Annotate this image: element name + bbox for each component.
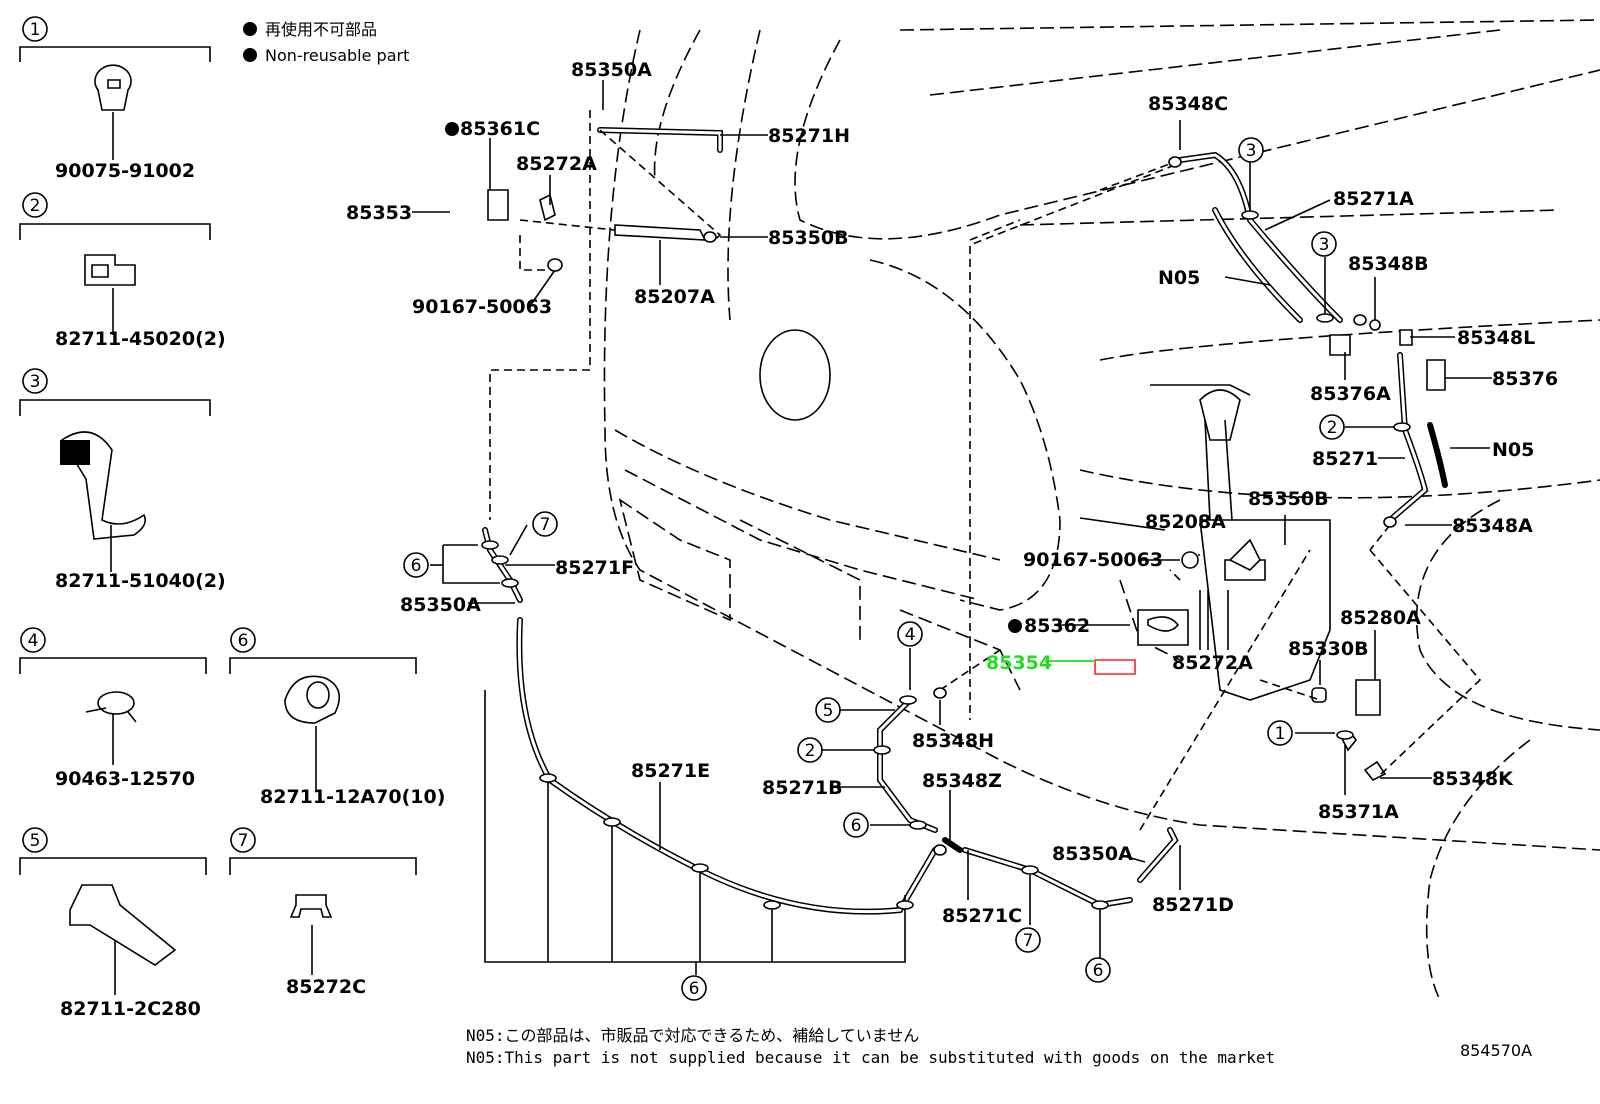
part-label-85272A: 85272A [516, 153, 597, 175]
leader-lines [412, 80, 1492, 960]
part-label-85348Z: 85348Z [922, 770, 1002, 792]
part-label-85376A: 85376A [1310, 383, 1391, 405]
part-label-85371A: 85371A [1318, 801, 1399, 823]
clip-callout: 1 [1275, 724, 1286, 744]
part-label-85350A: 85350A [400, 594, 481, 616]
part-label-85348H: 85348H [912, 730, 994, 752]
part-label-85348A: 85348A [1452, 515, 1533, 537]
part-label-N05: N05 [1158, 267, 1200, 289]
clip-callout: 2 [1327, 418, 1338, 438]
vehicle-body-outline [603, 19, 1600, 1001]
clip-number-badge [22, 16, 48, 42]
clip-part-number: 82711-2C280 [60, 998, 201, 1020]
clip-number: 3 [30, 372, 41, 392]
part-label-85350B: 85350B [768, 227, 849, 249]
clip-number: 2 [30, 196, 41, 216]
clip-part-number: 85272C [286, 976, 366, 998]
clip-number: 7 [238, 831, 249, 851]
clip-callout: 2 [805, 741, 816, 761]
clip-callout: 5 [823, 701, 834, 721]
clip-part-number: 90075-91002 [55, 160, 195, 182]
part-label-85354[interactable]: 85354 [986, 652, 1052, 674]
part-label-85353: 85353 [346, 202, 412, 224]
clip-7-icon [289, 894, 333, 918]
part-label-85271C: 85271C [942, 905, 1022, 927]
clip-4-icon [97, 691, 135, 715]
clip-callout: 6 [689, 979, 700, 999]
figure-id: 854570A [1460, 1041, 1532, 1060]
part-label-85361C: 85361C [460, 118, 540, 140]
clip-number: 1 [30, 20, 41, 40]
bracket-85271E [442, 544, 906, 975]
clip-part-number: 82711-51040(2) [55, 570, 226, 592]
clip-legend: 1 90075-91002 2 82711-45020(2) 3 82711-5… [19, 16, 445, 1020]
clip-part-number: 82711-45020(2) [55, 328, 226, 350]
non-reusable-dot-icon [445, 122, 459, 136]
part-label-85271F: 85271F [555, 557, 634, 579]
legend-en: Non-reusable part [265, 46, 409, 65]
clip-5-icon [69, 884, 177, 966]
clip-callout: 7 [1023, 931, 1034, 951]
part-label-85348C: 85348C [1148, 93, 1228, 115]
clip-callout: 3 [1246, 141, 1257, 161]
fog-lamp-opening [759, 329, 831, 421]
clip-part-number: 90463-12570 [55, 768, 195, 790]
legend-jp: 再使用不可部品 [265, 20, 377, 39]
footnotes: N05:この部品は、市販品で対応できるため、補給していません N05:This … [466, 1026, 1532, 1067]
clip-number: 4 [28, 631, 39, 651]
part-label-85280A: 85280A [1340, 607, 1421, 629]
clip-callout: 6 [851, 816, 862, 836]
part-label-85350A: 85350A [1052, 843, 1133, 865]
part-label-90167-50063: 90167-50063 [1023, 549, 1163, 571]
highlight-box [1094, 659, 1136, 675]
part-label-90167-50063: 90167-50063 [412, 296, 552, 318]
part-label-85271B: 85271B [762, 777, 843, 799]
part-label-85271D: 85271D [1152, 894, 1234, 916]
part-label-85348L: 85348L [1457, 327, 1535, 349]
non-reusable-dot-icon [1008, 619, 1022, 633]
part-label-85350B: 85350B [1248, 488, 1329, 510]
part-label-85207A: 85207A [634, 286, 715, 308]
clip-callout: 3 [1319, 235, 1330, 255]
part-label-85271E: 85271E [631, 760, 710, 782]
clip-part-number: 82711-12A70(10) [260, 786, 445, 808]
hose-clips [481, 156, 1411, 910]
part-label-85271: 85271 [1312, 448, 1378, 470]
clip-callout: 6 [411, 556, 422, 576]
part-label-85376: 85376 [1492, 368, 1558, 390]
clip-callout: 7 [540, 515, 551, 535]
part-label-85208A: 85208A [1145, 511, 1226, 533]
part-label-85330B: 85330B [1288, 638, 1369, 660]
connection-lines [489, 110, 1482, 831]
note-en: N05:This part is not supplied because it… [466, 1048, 1275, 1067]
washer-reservoir [1094, 329, 1446, 782]
clip-number: 6 [238, 631, 249, 651]
part-label-85271H: 85271H [768, 125, 850, 147]
part-label-85272A: 85272A [1172, 652, 1253, 674]
part-label-85348B: 85348B [1348, 253, 1429, 275]
non-reusable-dot-icon [243, 22, 257, 36]
clip-callout: 4 [905, 625, 916, 645]
legend: 再使用不可部品 Non-reusable part [243, 20, 409, 65]
part-label-85271A: 85271A [1333, 188, 1414, 210]
non-reusable-dot-icon [243, 48, 257, 62]
part-labels: 85350A 85361C 85271H 85272A 85353 85350B… [346, 59, 1558, 927]
part-label-85350A: 85350A [571, 59, 652, 81]
clip-number: 5 [30, 831, 41, 851]
part-label-85348K: 85348K [1432, 768, 1514, 790]
note-jp: N05:この部品は、市販品で対応できるため、補給していません [466, 1026, 919, 1045]
clip-callouts: 3 3 2 7 6 4 5 2 6 1 7 6 6 [403, 137, 1345, 1001]
hoses [482, 127, 1448, 915]
part-label-N05: N05 [1492, 439, 1534, 461]
part-label-85362: 85362 [1024, 615, 1090, 637]
clip-callout: 6 [1093, 961, 1104, 981]
